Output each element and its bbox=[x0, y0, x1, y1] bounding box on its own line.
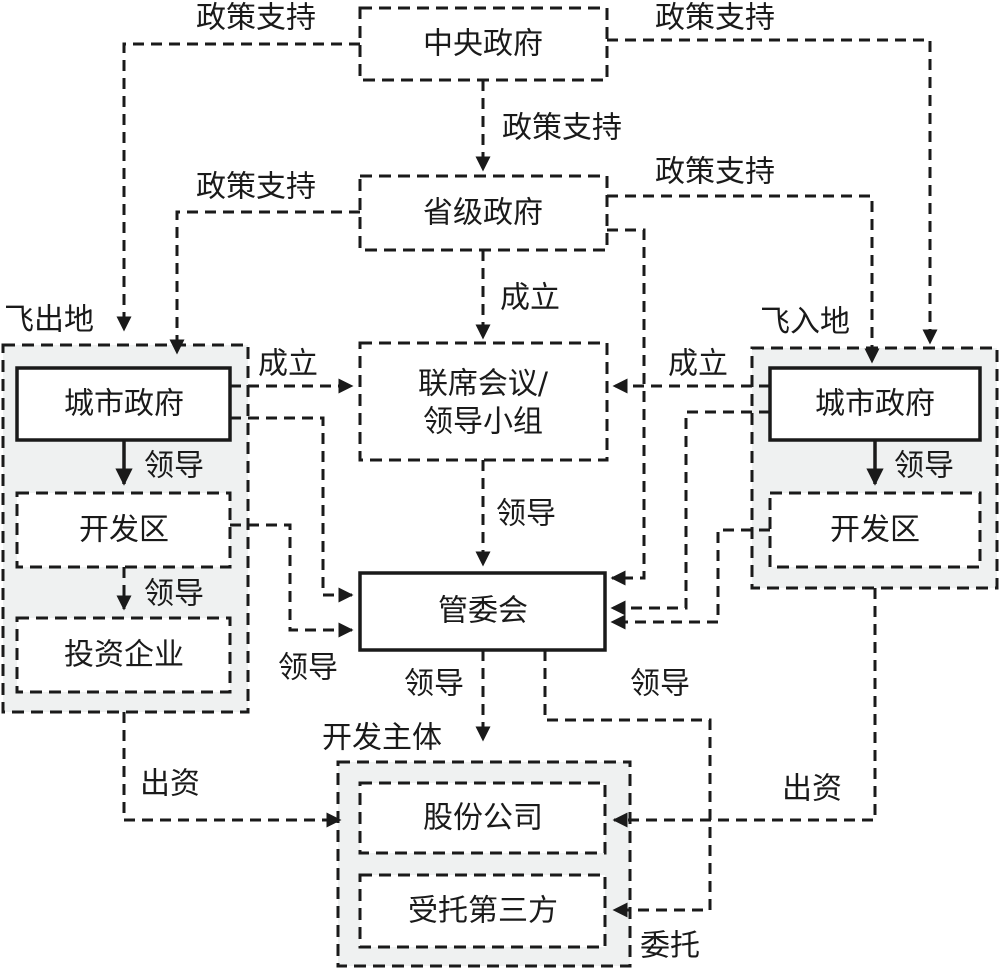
label-lead-in-city: 领导 bbox=[894, 449, 954, 484]
label-lead-committee-down: 领导 bbox=[404, 667, 464, 702]
label-policy-prov-to-out: 政策支持 bbox=[196, 170, 316, 205]
label-lead-out-city: 领导 bbox=[144, 449, 204, 484]
in-dev-zone-box bbox=[768, 491, 982, 569]
label-establish-out: 成立 bbox=[258, 347, 318, 382]
edge-in-invest-to-company bbox=[612, 588, 877, 828]
central-gov-label: 中央政府 bbox=[423, 27, 543, 62]
label-entrust: 委托 bbox=[640, 929, 700, 964]
region-labels: 飞出地 飞入地 开发主体 bbox=[4, 303, 850, 756]
management-committee-box bbox=[358, 571, 607, 652]
edge-out-invest-to-company bbox=[122, 712, 342, 828]
entrusted-third-party-label: 受托第三方 bbox=[408, 894, 558, 929]
edge-out-city-to-committee bbox=[230, 416, 354, 603]
label-lead-out-zone: 领导 bbox=[144, 577, 204, 612]
provincial-gov-label: 省级政府 bbox=[423, 196, 543, 231]
edge-labels: 政策支持 政策支持 政策支持 政策支持 政策支持 成立 成立 成立 领导 领导 … bbox=[140, 1, 954, 964]
central-gov-box bbox=[358, 6, 609, 82]
label-policy-central-to-prov: 政策支持 bbox=[502, 111, 622, 146]
joint-stock-company-label: 股份公司 bbox=[423, 801, 543, 836]
in-city-gov-label: 城市政府 bbox=[815, 387, 935, 422]
in-city-gov-box bbox=[768, 366, 982, 442]
out-city-gov-label: 城市政府 bbox=[64, 387, 184, 422]
in-dev-zone-label: 开发区 bbox=[830, 513, 920, 548]
edge-in-zone-to-committee bbox=[610, 528, 770, 630]
joint-stock-company-box bbox=[358, 781, 607, 855]
region-dev-entity-label: 开发主体 bbox=[322, 721, 442, 756]
nodes: 中央政府 省级政府 联席会议/ 领导小组 管委会 城市政府 开发区 投资企业 城… bbox=[15, 6, 982, 949]
joint-meeting-label-line1: 联席会议/ bbox=[418, 367, 549, 402]
joint-meeting-label-line2: 领导小组 bbox=[423, 405, 543, 440]
label-lead-committee-right: 领导 bbox=[630, 667, 690, 702]
edge-committee-to-third-party bbox=[543, 650, 712, 918]
edge-in-city-to-committee bbox=[610, 410, 770, 616]
label-invest-in: 出资 bbox=[782, 772, 842, 807]
entrusted-third-party-box bbox=[358, 873, 607, 949]
out-investment-company-label: 投资企业 bbox=[64, 638, 184, 673]
edge-central-to-in-city bbox=[607, 38, 938, 345]
label-establish-in: 成立 bbox=[668, 347, 728, 382]
region-fly-in-label: 飞入地 bbox=[760, 305, 850, 340]
edge-provincial-to-out-city bbox=[169, 210, 360, 355]
region-fly-out-label: 飞出地 bbox=[4, 303, 94, 338]
label-policy-prov-to-in: 政策支持 bbox=[655, 155, 775, 190]
label-invest-out: 出资 bbox=[140, 767, 200, 802]
label-establish-prov: 成立 bbox=[500, 281, 560, 316]
joint-meeting-box bbox=[358, 341, 609, 462]
edge-provincial-to-committee bbox=[607, 228, 646, 586]
out-investment-company-box bbox=[15, 616, 232, 694]
edge-central-to-out-city bbox=[116, 42, 360, 332]
provincial-gov-box bbox=[358, 174, 609, 252]
label-policy-central-to-out: 政策支持 bbox=[196, 1, 316, 36]
label-lead-joint-meeting: 领导 bbox=[496, 497, 556, 532]
edge-out-zone-to-committee bbox=[230, 523, 354, 638]
edges bbox=[115, 38, 938, 918]
label-lead-out-to-committee: 领导 bbox=[278, 651, 338, 686]
out-dev-zone-box bbox=[15, 491, 232, 569]
out-city-gov-box bbox=[15, 366, 232, 442]
label-policy-central-to-in: 政策支持 bbox=[655, 1, 775, 36]
out-dev-zone-label: 开发区 bbox=[79, 513, 169, 548]
management-committee-label: 管委会 bbox=[438, 594, 528, 629]
